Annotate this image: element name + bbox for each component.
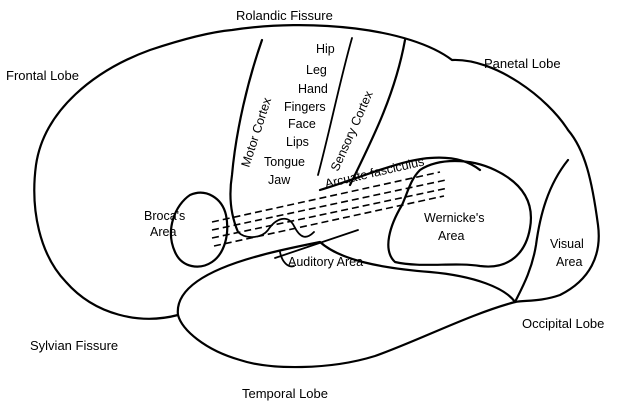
visual-area-label-line1: Visual [550, 237, 584, 251]
visual-area-label-line2: Area [556, 255, 582, 269]
sylvian-fissure-label: Sylvian Fissure [30, 338, 118, 353]
brocas-area-region [171, 193, 227, 267]
body-part-leg: Leg [306, 63, 327, 77]
fibre-3 [212, 188, 448, 238]
temporal-lobe-contour [178, 242, 515, 315]
wernickes-area-label-line2: Area [438, 229, 464, 243]
fibre-4 [214, 196, 444, 246]
parietal-lobe-label: Panetal Lobe [484, 56, 561, 71]
body-part-hand: Hand [298, 82, 328, 96]
body-part-hip: Hip [316, 42, 335, 56]
temporal-lobe-label: Temporal Lobe [242, 386, 328, 401]
body-part-tongue: Tongue [264, 155, 305, 169]
brocas-area-label-line2: Area [150, 225, 176, 239]
auditory-area-label: Auditory Area [288, 255, 363, 269]
frontal-lobe-label: Frontal Lobe [6, 68, 79, 83]
wernickes-area-label-line1: Wernicke's [424, 211, 485, 225]
occipital-lobe-label: Occipital Lobe [522, 316, 604, 331]
body-part-lips: Lips [286, 135, 309, 149]
visual-area-boundary [515, 160, 568, 302]
auditory-boundary-line [275, 230, 358, 258]
body-part-jaw: Jaw [268, 173, 291, 187]
body-part-face: Face [288, 117, 316, 131]
rolandic-fissure-label: Rolandic Fissure [236, 8, 333, 23]
body-part-fingers: Fingers [284, 100, 326, 114]
brocas-area-label-line1: Broca's [144, 209, 185, 223]
